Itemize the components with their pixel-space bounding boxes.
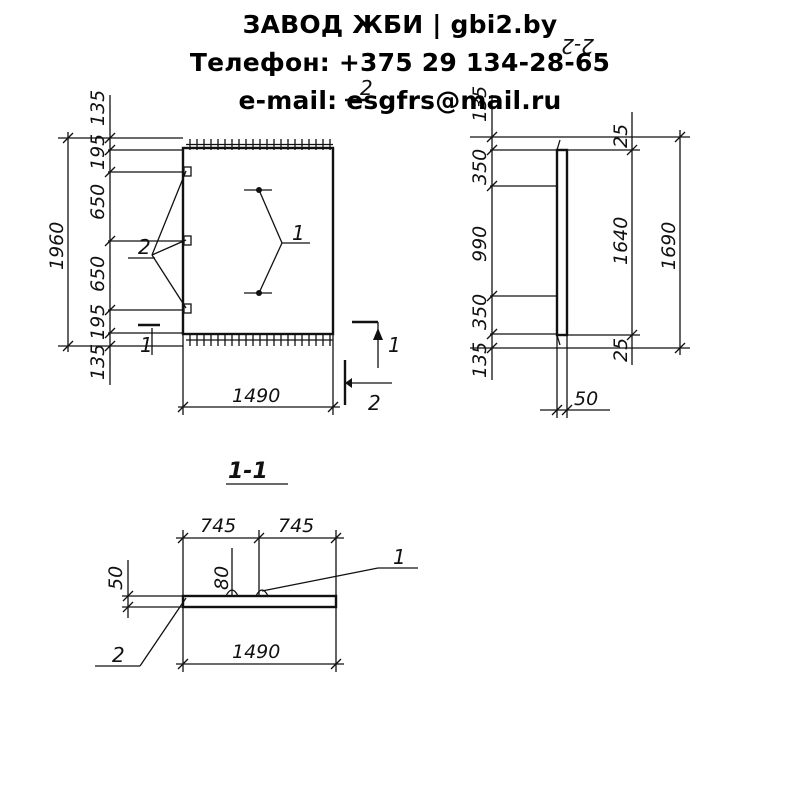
section-width-label: 1490 bbox=[232, 641, 280, 663]
plan-dim-135-bottom: 135 bbox=[87, 344, 109, 380]
side-top-fragment: 2-2 bbox=[561, 34, 594, 58]
section-slab bbox=[181, 594, 338, 609]
section-marker-right-2: 2 bbox=[368, 391, 381, 415]
section-leader-2-label: 2 bbox=[112, 643, 125, 667]
plan-width-label: 1490 bbox=[232, 385, 280, 407]
side-slab-outline bbox=[555, 148, 569, 337]
section-marker-right-1: 1 bbox=[388, 333, 401, 357]
section-marker-top-2: 2 bbox=[360, 76, 373, 100]
plan-slab-outline bbox=[181, 146, 335, 336]
section-half-left: 745 bbox=[200, 515, 236, 537]
plan-dim-135-top: 135 bbox=[87, 90, 109, 126]
side-view: 135 350 990 350 135 25 1640 25 1690 50 2… bbox=[469, 34, 690, 418]
section-leader-1-label: 1 bbox=[393, 545, 406, 569]
top-rebar-ticks bbox=[186, 139, 333, 150]
side-dim-135-bottom: 135 bbox=[469, 342, 491, 378]
section-marker-left: 1 bbox=[140, 333, 153, 357]
plan-dim-195-top: 195 bbox=[87, 134, 109, 170]
plan-view: 1490 1960 135 195 650 650 195 135 bbox=[46, 76, 401, 415]
side-dim-25-bottom: 25 bbox=[610, 338, 632, 362]
side-dim-25-top: 25 bbox=[610, 124, 632, 148]
section-1-1: 1-1 50 745 745 80 1 1490 bbox=[95, 459, 418, 672]
section-thickness-label: 50 bbox=[105, 566, 127, 590]
plan-dim-650-top: 650 bbox=[87, 184, 109, 220]
side-dim-1640: 1640 bbox=[610, 217, 632, 265]
side-dim-1690: 1690 bbox=[658, 222, 680, 270]
header-phone: Телефон: +375 29 134-28-65 bbox=[189, 48, 611, 77]
header-banner: ЗАВОД ЖБИ | gbi2.by Телефон: +375 29 134… bbox=[0, 6, 800, 120]
side-dim-990: 990 bbox=[469, 226, 491, 262]
section-half-right: 745 bbox=[278, 515, 314, 537]
side-thickness-label: 50 bbox=[574, 388, 598, 410]
section-title: 1-1 bbox=[228, 459, 268, 484]
header-email: e-mail: esgfrs@mail.ru bbox=[238, 86, 562, 115]
plan-leader-1-label: 1 bbox=[292, 221, 305, 245]
plan-leader-2-label: 2 bbox=[138, 235, 151, 259]
bottom-rebar-ticks bbox=[186, 334, 333, 346]
plan-dim-650-bottom: 650 bbox=[87, 256, 109, 292]
plan-dim-195-bottom: 195 bbox=[87, 304, 109, 340]
side-dim-350-top: 350 bbox=[469, 149, 491, 185]
header-company: ЗАВОД ЖБИ | gbi2.by bbox=[242, 10, 558, 39]
plan-height-total-label: 1960 bbox=[46, 222, 68, 270]
side-dim-350-bottom: 350 bbox=[469, 294, 491, 330]
plate-top bbox=[183, 166, 192, 177]
section-depth-label: 80 bbox=[211, 566, 233, 590]
side-dim-135-top: 135 bbox=[469, 86, 491, 122]
plate-bottom bbox=[183, 303, 192, 314]
